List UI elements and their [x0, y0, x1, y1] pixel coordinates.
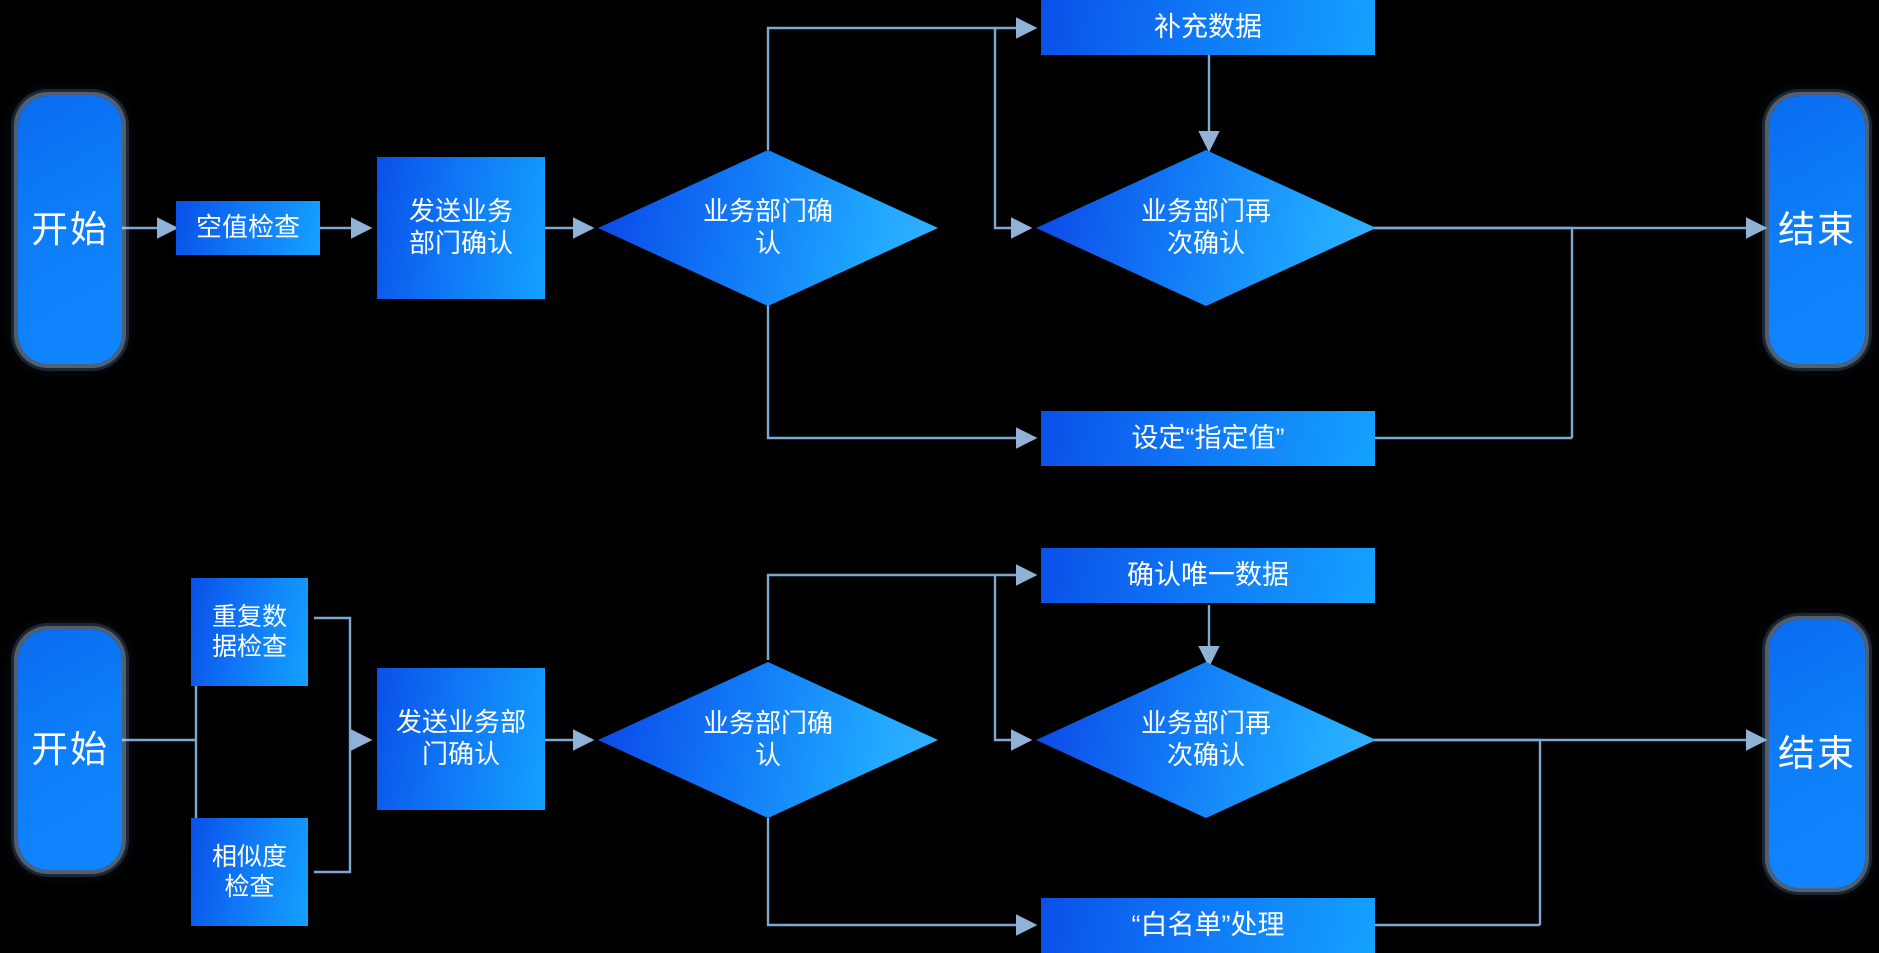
node-confirm-decision-2[interactable]: 业务部门确 认: [598, 662, 938, 818]
node-similarity-check-label: 相似度 检查: [211, 842, 287, 902]
node-start-2[interactable]: 开始: [18, 630, 122, 870]
node-send-business-2-label: 发送业务部 门确认: [395, 707, 526, 769]
node-end-1[interactable]: 结束: [1769, 96, 1865, 364]
node-send-business-1[interactable]: 发送业务 部门确认: [377, 157, 545, 299]
node-reconfirm-decision-2-label: 业务部门再 次确认: [1140, 708, 1271, 770]
node-set-designated-value[interactable]: 设定“指定值”: [1041, 411, 1375, 466]
node-confirm-unique-data-label: 确认唯一数据: [1127, 560, 1289, 591]
node-reconfirm-decision-1[interactable]: 业务部门再 次确认: [1036, 150, 1376, 306]
node-confirm-unique-data[interactable]: 确认唯一数据: [1041, 548, 1375, 603]
node-duplicate-check-label: 重复数 据检查: [211, 602, 287, 662]
node-set-designated-value-label: 设定“指定值”: [1131, 423, 1285, 454]
node-confirm-decision-2-label: 业务部门确 认: [702, 708, 833, 770]
node-end-2[interactable]: 结束: [1769, 620, 1865, 888]
node-start-1-label: 开始: [31, 209, 109, 251]
node-supplement-data[interactable]: 补充数据: [1041, 0, 1375, 55]
node-end-1-label: 结束: [1778, 209, 1856, 251]
node-end-2-label: 结束: [1778, 733, 1856, 775]
node-reconfirm-decision-2[interactable]: 业务部门再 次确认: [1036, 662, 1376, 818]
node-start-1[interactable]: 开始: [18, 96, 122, 364]
node-confirm-decision-1[interactable]: 业务部门确 认: [598, 150, 938, 306]
node-whitelist-handling[interactable]: “白名单”处理: [1041, 898, 1375, 953]
node-null-check-label: 空值检查: [195, 212, 300, 243]
node-duplicate-check[interactable]: 重复数 据检查: [191, 578, 308, 686]
node-supplement-data-label: 补充数据: [1154, 12, 1262, 43]
node-null-check[interactable]: 空值检查: [176, 201, 320, 255]
node-whitelist-handling-label: “白名单”处理: [1131, 910, 1285, 941]
node-send-business-1-label: 发送业务 部门确认: [408, 196, 513, 258]
node-similarity-check[interactable]: 相似度 检查: [191, 818, 308, 926]
node-confirm-decision-1-label: 业务部门确 认: [702, 196, 833, 258]
node-send-business-2[interactable]: 发送业务部 门确认: [377, 668, 545, 810]
node-reconfirm-decision-1-label: 业务部门再 次确认: [1140, 196, 1271, 258]
node-start-2-label: 开始: [31, 729, 109, 771]
